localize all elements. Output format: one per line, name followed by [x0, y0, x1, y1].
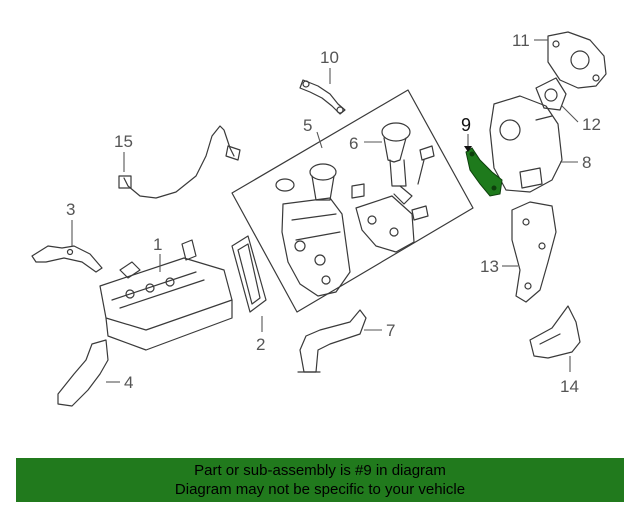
part-10-bracket: [299, 79, 346, 115]
callout-10: 10: [320, 48, 339, 67]
callout-9: 9: [461, 115, 471, 135]
part-9-bracket-highlighted[interactable]: [465, 147, 503, 197]
part-15-sensor: [118, 125, 241, 199]
part-2-gasket: [231, 235, 267, 313]
leader-5: [316, 131, 323, 149]
part-8-housing: [489, 95, 563, 193]
banner-line-2: Diagram may not be specific to your vehi…: [174, 481, 466, 498]
part-4-bracket: [57, 339, 109, 407]
info-banner: Part or sub-assembly is #9 in diagram Di…: [16, 458, 624, 502]
callout-6: 6: [349, 134, 358, 153]
callout-1: 1: [153, 235, 162, 254]
callout-3: 3: [66, 200, 75, 219]
part-12-gasket: [535, 77, 567, 111]
egr-valve-right: [355, 195, 429, 253]
banner-line-1: Part or sub-assembly is #9 in diagram: [194, 462, 446, 479]
callout-7: 7: [386, 321, 395, 340]
part-6-valve: [381, 122, 435, 205]
callout-13: 13: [480, 257, 499, 276]
callout-11: 11: [512, 31, 530, 50]
arrow-9: [464, 146, 472, 152]
leader-12: [561, 105, 579, 123]
callout-5: 5: [303, 116, 312, 135]
part-1-egr-cooler: [99, 239, 233, 351]
callout-12: 12: [582, 115, 601, 134]
part-3-bracket: [31, 245, 103, 273]
callout-14: 14: [560, 377, 579, 396]
part-7-pipe: [297, 309, 367, 373]
callout-15: 15: [114, 132, 133, 151]
part-14-shield: [529, 305, 581, 359]
egr-valve-left: [275, 163, 365, 297]
parts-diagram: 10 5 6 15: [31, 31, 607, 407]
part-13-bracket: [511, 201, 557, 303]
callout-2: 2: [256, 335, 265, 354]
part-11-housing: [547, 31, 607, 89]
part-5-assembly-box: [231, 89, 474, 313]
callout-8: 8: [582, 153, 591, 172]
callout-4: 4: [124, 373, 133, 392]
